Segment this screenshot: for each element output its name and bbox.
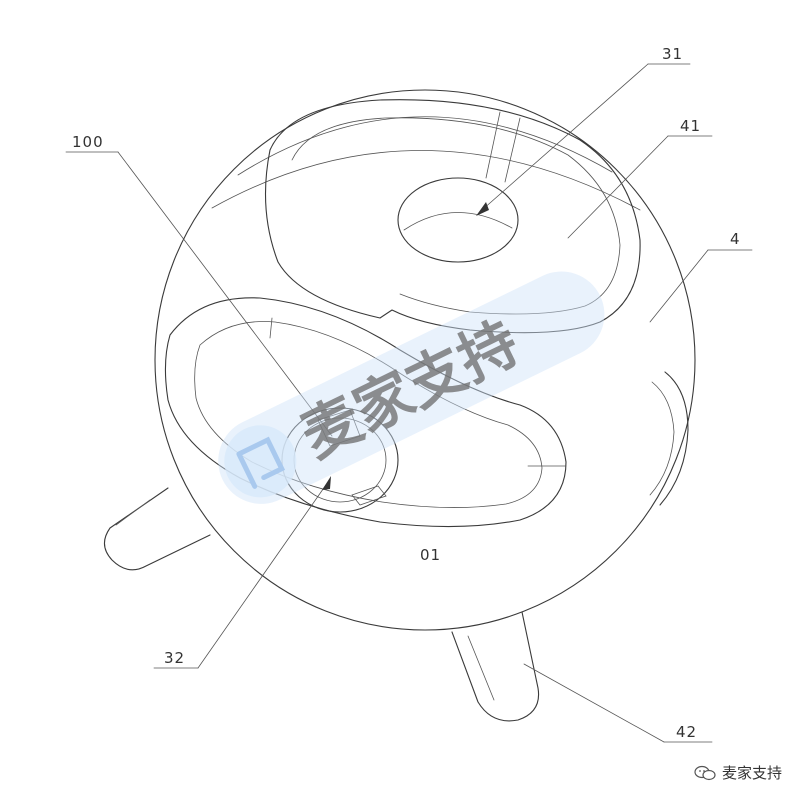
- leg-left: [103, 487, 211, 571]
- label-100: 100: [72, 133, 104, 151]
- label-31: 31: [662, 45, 683, 63]
- leader-lines: [65, 63, 753, 743]
- watermark: 麦家支持: [218, 271, 605, 504]
- brand-logo-icon: [224, 425, 297, 498]
- upper-slot: [264, 99, 641, 334]
- wechat-bubble-icon: [694, 765, 716, 780]
- right-recess: [649, 371, 689, 506]
- label-41: 41: [680, 117, 701, 135]
- watermark-band: [218, 271, 605, 504]
- label-42: 42: [676, 723, 697, 741]
- credit-text: 麦家支持: [721, 764, 782, 782]
- source-credit: 麦家支持: [694, 762, 782, 783]
- label-4: 4: [730, 230, 741, 248]
- label-01: 01: [420, 546, 441, 564]
- label-32: 32: [164, 649, 185, 667]
- sphere-body: [154, 89, 696, 631]
- hole-31: [397, 177, 519, 263]
- leg-42: [451, 611, 540, 722]
